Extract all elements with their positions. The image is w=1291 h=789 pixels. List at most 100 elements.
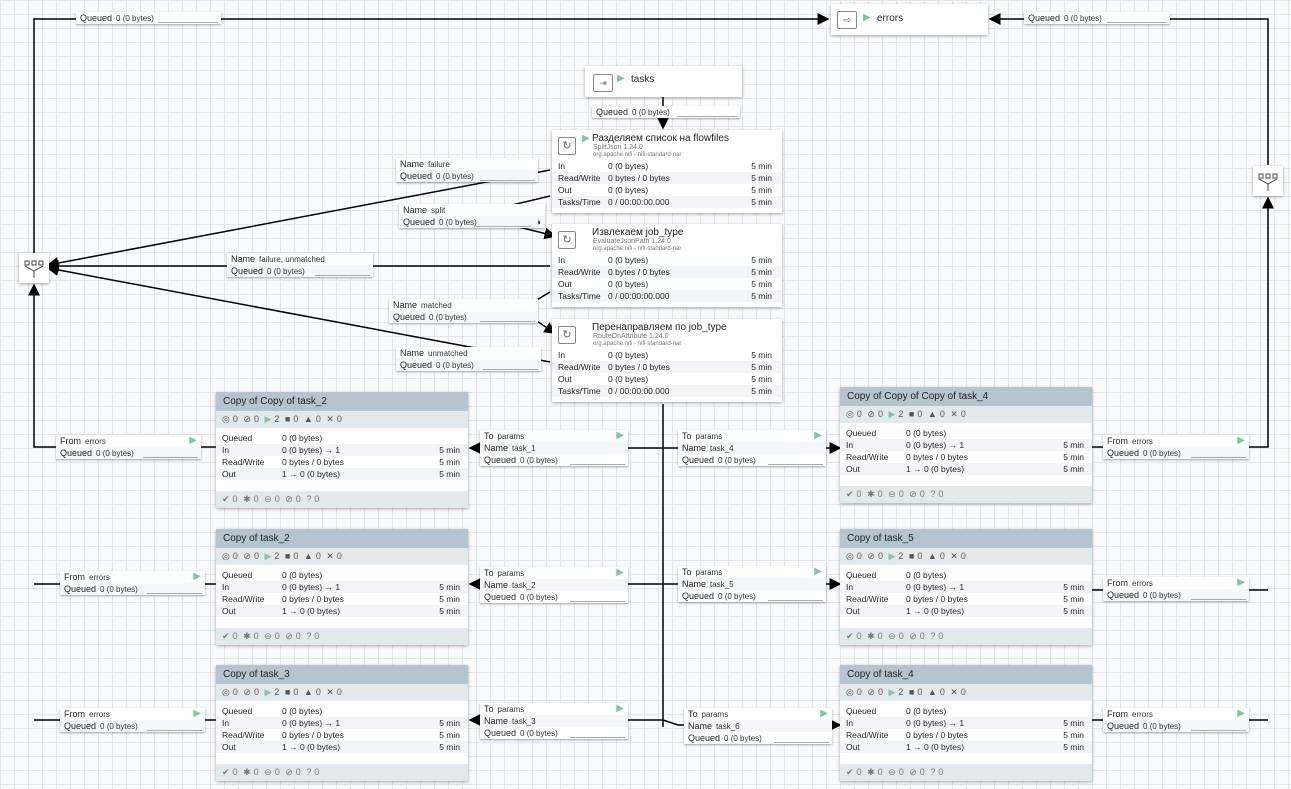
- locally-modified-icon: ✱: [867, 631, 875, 641]
- stop-icon: ■: [908, 687, 915, 697]
- up-to-date-icon: ✔: [846, 631, 854, 641]
- process-group-counts: ◎0 ⊘0 ▶2 ■0 ▲0 ✕0: [840, 684, 1092, 701]
- process-group[interactable]: Copy of Copy of Copy of task_4◎0 ⊘0 ▶2 ■…: [840, 387, 1092, 503]
- modified-stale-icon: ⊘: [285, 631, 293, 641]
- sync-failure-icon: ?: [306, 494, 312, 504]
- play-icon: ▶: [820, 708, 828, 719]
- sync-failure-icon: ?: [306, 631, 312, 641]
- stop-icon: ■: [284, 687, 291, 697]
- disabled-icon: ✕: [326, 551, 334, 561]
- process-group-version-counts: ✔0 ✱0 ⊖0 ⊘0 ?0: [840, 628, 1092, 645]
- not-transmitting-icon: ⊘: [867, 409, 875, 419]
- transmitting-icon: ◎: [222, 414, 230, 424]
- modified-stale-icon: ⊘: [909, 631, 917, 641]
- port-name: errors: [877, 13, 904, 24]
- warning-icon: ▲: [927, 551, 937, 561]
- funnel-right[interactable]: [1253, 166, 1283, 196]
- transmitting-icon: ◎: [846, 409, 854, 419]
- output-port-icon: ⇨: [837, 11, 857, 29]
- modified-stale-icon: ⊘: [909, 489, 917, 499]
- processor-refresh-icon: ↻: [558, 137, 576, 155]
- process-group-title: Copy of Copy of task_2: [216, 392, 468, 411]
- play-icon: ▶: [814, 430, 822, 441]
- disabled-icon: ✕: [326, 414, 334, 424]
- stale-icon: ⊖: [264, 631, 272, 641]
- stop-icon: ■: [284, 551, 291, 561]
- process-group-counts: ◎0 ⊘0 ▶2 ■0 ▲0 ✕0: [216, 411, 468, 428]
- play-icon: ▶: [1237, 577, 1245, 588]
- sync-failure-icon: ?: [930, 767, 936, 777]
- process-group-title: Copy of Copy of Copy of task_4: [840, 387, 1092, 406]
- processor-type: EvaluateJsonPath 1.24.0: [593, 238, 671, 245]
- input-port-icon: ⇥: [593, 74, 613, 92]
- stale-icon: ⊖: [264, 494, 272, 504]
- process-group-version-counts: ✔0 ✱0 ⊖0 ⊘0 ?0: [840, 764, 1092, 781]
- play-icon: ▶: [863, 12, 871, 23]
- locally-modified-icon: ✱: [243, 631, 251, 641]
- play-icon: ▶: [814, 566, 822, 577]
- locally-modified-icon: ✱: [243, 494, 251, 504]
- processor-type: RouteOnAttribute 1.24.0: [593, 333, 669, 340]
- locally-modified-icon: ✱: [867, 489, 875, 499]
- conn-group-errors-left: [28, 283, 216, 448]
- port-name: tasks: [631, 74, 655, 85]
- up-to-date-icon: ✔: [222, 494, 230, 504]
- modified-stale-icon: ⊘: [909, 767, 917, 777]
- play-icon: ▶: [1237, 435, 1245, 446]
- transmitting-icon: ◎: [222, 551, 230, 561]
- play-icon: ▶: [888, 409, 896, 419]
- funnel-left[interactable]: [19, 253, 49, 283]
- conn-funnel-to-errors: [33, 13, 830, 253]
- processor-refresh-icon: ↻: [558, 326, 576, 344]
- play-icon: ▶: [616, 430, 624, 441]
- sync-failure-icon: ?: [930, 631, 936, 641]
- play-icon: ▶: [582, 133, 590, 144]
- transmitting-icon: ◎: [846, 551, 854, 561]
- sync-failure-icon: ?: [930, 489, 936, 499]
- transmitting-icon: ◎: [846, 687, 854, 697]
- conn-route-unmatched: [46, 264, 551, 363]
- up-to-date-icon: ✔: [846, 767, 854, 777]
- output-port-errors[interactable]: ⇨ ▶ errors: [831, 4, 988, 35]
- process-group-title: Copy of task_5: [840, 529, 1092, 548]
- up-to-date-icon: ✔: [222, 631, 230, 641]
- transmitting-icon: ◎: [222, 687, 230, 697]
- stop-icon: ■: [908, 409, 915, 419]
- processor-split-json[interactable]: ↻ ▶ Разделяем список на flowfiles SplitJ…: [552, 130, 782, 213]
- processor-route-on-attribute[interactable]: ↻ Перенаправляем по job_type RouteOnAttr…: [552, 319, 782, 402]
- input-port-tasks[interactable]: ⇥ ▶ tasks: [585, 66, 742, 97]
- play-icon: ▶: [888, 551, 896, 561]
- locally-modified-icon: ✱: [867, 767, 875, 777]
- modified-stale-icon: ⊘: [285, 767, 293, 777]
- process-group-counts: ◎0 ⊘0 ▶2 ■0 ▲0 ✕0: [840, 406, 1092, 423]
- processor-evaluate-json-path[interactable]: ↻ ▶ Извлекаем job_type EvaluateJsonPath …: [552, 224, 782, 307]
- play-icon: ▶: [264, 551, 272, 561]
- process-group-version-counts: ✔0 ✱0 ⊖0 ⊘0 ?0: [216, 491, 468, 508]
- process-group-version-counts: ✔0 ✱0 ⊖0 ⊘0 ?0: [216, 628, 468, 645]
